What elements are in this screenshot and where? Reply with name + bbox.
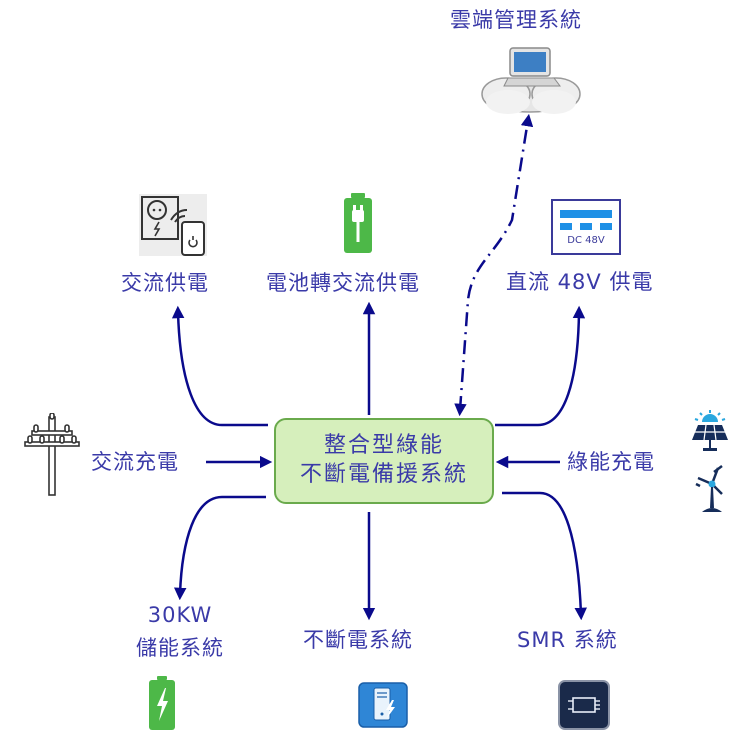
hub-title-line1: 整合型綠能 [323, 433, 444, 459]
arrow-to-ac-supply [171, 305, 268, 427]
ups-device-icon [358, 682, 408, 728]
dc-icon-text: DC 48V [567, 235, 605, 246]
utility-pole-icon [24, 413, 80, 496]
storage-label-line1: 30KW [147, 603, 213, 627]
smart-socket-phone-icon [139, 194, 207, 256]
smr-label: SMR 系統 [517, 628, 618, 652]
dc-power-icon: DC 48V [551, 199, 621, 255]
ac-supply-label: 交流供電 [121, 271, 209, 295]
ups-label: 不斷電系統 [303, 628, 413, 652]
ac-charge-label: 交流充電 [91, 450, 179, 474]
hub-title-line2: 不斷電備援系統 [299, 462, 468, 487]
cloud-label: 雲端管理系統 [450, 8, 582, 32]
wind-turbine-icon [695, 465, 723, 512]
arrow-to-smr [502, 491, 587, 621]
arrow-cloud-link [454, 113, 534, 417]
battery-charging-icon [149, 676, 175, 730]
solar-panel-icon [692, 410, 728, 451]
central-system-box: 整合型綠能 不斷電備援系統 [274, 418, 494, 504]
green-charge-label: 綠能充電 [567, 450, 655, 474]
storage-label-line2: 儲能系統 [136, 636, 224, 660]
dc48-label: 直流 48V 供電 [506, 270, 654, 294]
cloud-computer-icon [481, 47, 581, 114]
rectifier-module-icon [558, 680, 610, 730]
arrow-to-storage [173, 495, 266, 601]
battery-to-ac-label: 電池轉交流供電 [266, 271, 420, 295]
battery-plug-icon [344, 193, 372, 253]
arrow-to-dc48 [495, 305, 586, 427]
